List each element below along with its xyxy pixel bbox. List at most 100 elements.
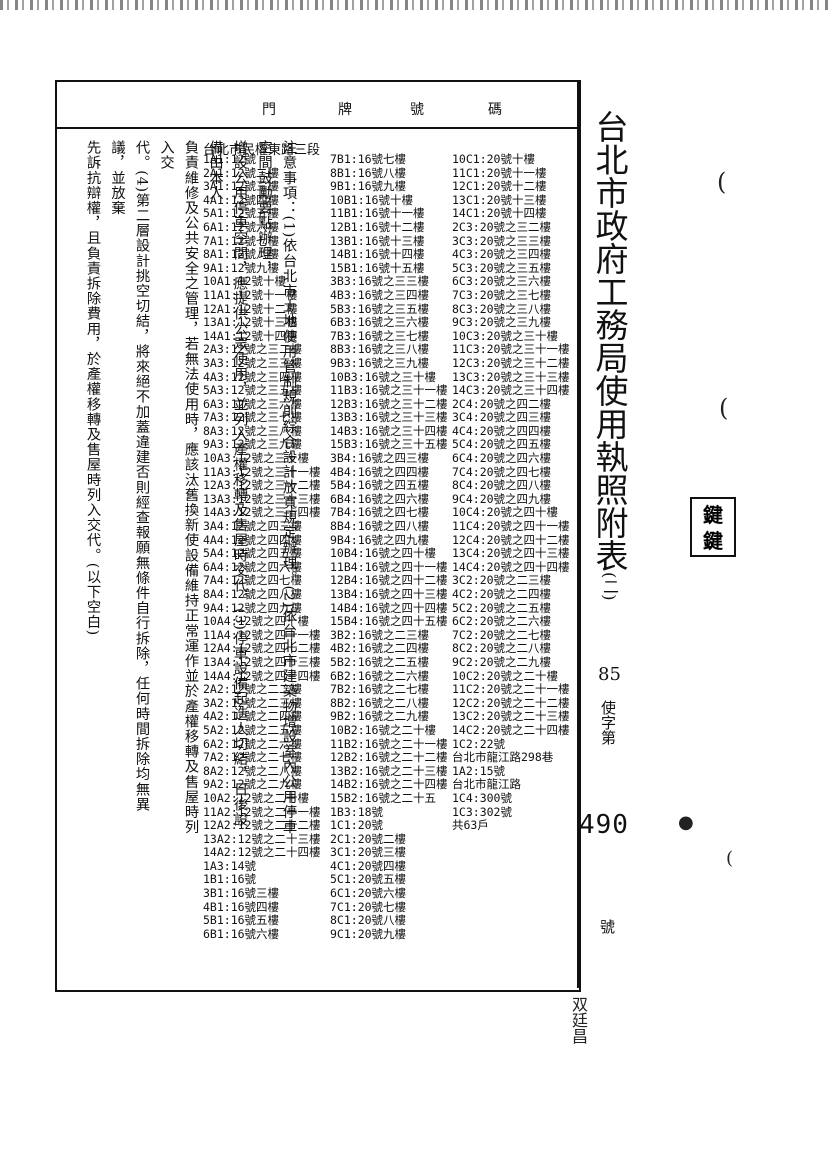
address-entry: 3A3:12號之三三樓 (203, 355, 303, 370)
address-entry: 11C4:20號之四十一樓 (452, 519, 570, 534)
address-entry: 7A2:12號之二七樓 (203, 750, 303, 765)
address-entry: 2A1:12號二樓 (203, 165, 280, 180)
address-entry: 8B3:16號之三八樓 (330, 342, 430, 357)
address-entry: 4C2:20號之二四樓 (452, 587, 552, 601)
address-entry: 8C1:20號八樓 (330, 913, 407, 928)
permit-number: 490 (579, 810, 629, 840)
address-entry: 5A2:12號之二五樓 (203, 722, 303, 737)
address-entry: 12C3:20號之三十二樓 (452, 355, 570, 370)
permit-year: 85 (598, 664, 621, 685)
address-entry: 15B3:16號之三十五樓 (330, 437, 448, 452)
address-entry: 7B1:16號七樓 (330, 152, 407, 166)
address-entry: 4B2:16號之二四樓 (330, 641, 430, 656)
address-entry: 4A1:12號四樓 (203, 192, 280, 207)
address-entry: 3A1:12號三樓 (203, 179, 280, 194)
header-col-4: 碼 (488, 102, 504, 118)
address-entry: 9A4:12號之四九樓 (203, 600, 303, 615)
address-entry: 15B2:16號之二十五 (330, 790, 436, 805)
address-entry: 11B4:16號之四十一樓 (330, 559, 448, 574)
address-entry: 共63戶 (452, 818, 489, 833)
address-entry: 14C2:20號之二十四樓 (452, 722, 570, 737)
address-entry: 12C4:20號之四十二樓 (452, 532, 570, 547)
address-entry: 11A2:12號之二十一樓 (203, 804, 321, 819)
address-entry: 3C1:20號三樓 (330, 845, 407, 860)
address-entry: 9B3:16號之三九樓 (330, 355, 430, 370)
note-line: 增設公用停車空間，應提供公眾使用，並列入產權移轉及售屋時交代。(3)停車設備起造… (207, 140, 248, 828)
address-entry: 1C4:300號 (452, 790, 512, 805)
address-entry: 3B2:16號之二三樓 (330, 627, 430, 642)
section-heading: 台北市民權東路三段 (203, 143, 321, 158)
address-entry: 6B4:16號之四六樓 (330, 491, 430, 506)
address-entry: 6C3:20號之三六樓 (452, 274, 552, 289)
address-entry: 11C3:20號之三十一樓 (452, 342, 570, 357)
seal-stamp: 鍵 鍵 (690, 497, 736, 557)
address-entry: 13C2:20號之二十三樓 (452, 709, 570, 724)
address-entry: 6A3:12號之三六樓 (203, 396, 303, 411)
document-title: 台北市政府工務局使用執照附表(二) (588, 110, 629, 601)
address-entry: 1C1:20號 (330, 818, 384, 833)
address-entry: 9C4:20號之四九樓 (452, 491, 552, 506)
hole-punch-mark: ( (726, 848, 734, 869)
address-entry: 12C1:20號十二樓 (452, 179, 547, 194)
address-entry: 1C2:22號 (452, 736, 506, 751)
address-entry: 台北市龍江路298巷 (452, 750, 554, 765)
address-entry: 14A2:12號之二十四樓 (203, 845, 321, 860)
address-entry: 14B3:16號之三十四樓 (330, 423, 448, 438)
address-entry: 14C3:20號之三十四樓 (452, 383, 570, 398)
address-entry: 15B4:16號之四十五樓 (330, 614, 448, 629)
address-entry: 4A4:12號之四四樓 (203, 532, 303, 547)
address-entry: 6A2:12號之二六樓 (203, 736, 303, 751)
address-entry: 14C4:20號之四十四樓 (452, 559, 570, 574)
address-entry: 13C1:20號十三樓 (452, 192, 547, 207)
address-entry: 10B2:16號之二十樓 (330, 722, 436, 737)
address-entry: 14A1:12號十四樓 (203, 328, 298, 343)
address-entry: 6A4:12號之四六樓 (203, 559, 303, 574)
address-entry: 7C2:20號之二七樓 (452, 627, 552, 642)
address-entry: 14C1:20號十四樓 (452, 206, 547, 221)
address-entry: 12B4:16號之四十二樓 (330, 573, 448, 588)
address-entry: 12A3:12號之三十二樓 (203, 478, 321, 493)
address-entry: 14B4:16號之四十四樓 (330, 600, 448, 615)
address-entry: 15B1:16號十五樓 (330, 260, 425, 275)
title-suffix: (二) (600, 572, 619, 601)
address-entry: 1C3:302號 (452, 804, 512, 819)
address-entry: 12A1:12號十二樓 (203, 301, 298, 316)
address-entry: 11B2:16號之二十一樓 (330, 736, 448, 751)
address-entry: 13B4:16號之四十三樓 (330, 587, 448, 601)
address-entry: 8B4:16號之四八樓 (330, 519, 430, 534)
address-entry: 10C2:20號之二十樓 (452, 668, 558, 683)
address-entry: 3A4:12號之四三樓 (203, 519, 303, 534)
address-entry: 8A1:12號八樓 (203, 247, 280, 262)
address-entry: 13C4:20號之四十三樓 (452, 546, 570, 561)
address-entry: 5C3:20號之三五樓 (452, 260, 552, 275)
address-entry: 5A4:12號之四五樓 (203, 546, 303, 561)
address-entry: 10B3:16號之三十樓 (330, 369, 436, 384)
address-entry: 4C1:20號四樓 (330, 858, 407, 873)
address-entry: 13A2:12號之二十三樓 (203, 831, 321, 846)
address-entry: 2A3:12號之三二樓 (203, 342, 303, 357)
address-entry: 1B3:18號 (330, 804, 384, 819)
address-entry: 6B2:16號之二六樓 (330, 668, 430, 683)
address-entry: 11B1:16號十一樓 (330, 206, 425, 221)
address-entry: 7A3:12號之三七樓 (203, 410, 303, 425)
address-entry: 7B2:16號之二七樓 (330, 682, 430, 697)
address-entry: 10C3:20號之三十樓 (452, 328, 558, 343)
note-line: 注意事項：(1)依台北市土地使用管制規則綜合設計放寬規定辦理。(2)依台北市建築… (256, 140, 297, 835)
header-col-2: 牌 (338, 102, 354, 118)
header-rule (55, 127, 579, 129)
scan-noise-strip (0, 0, 832, 10)
address-entry: 9B4:16號之四九樓 (330, 532, 430, 547)
address-entry: 4B1:16號四樓 (203, 899, 280, 914)
address-entry: 13B3:16號之三十三樓 (330, 410, 448, 425)
address-entry: 1A2:15號 (452, 763, 506, 778)
address-entry: 9B2:16號之二九樓 (330, 709, 430, 724)
address-entry: 7C4:20號之四七樓 (452, 464, 552, 479)
stamp-glyph: 鍵 (703, 503, 723, 527)
address-entry: 11A1:12號十一樓 (203, 287, 298, 302)
address-entry: 12A4:12號之四十二樓 (203, 641, 321, 656)
address-entry: 13A4:12號之四十三樓 (203, 654, 321, 669)
address-entry: 11A3:12號之三十一樓 (203, 464, 321, 479)
ink-blot: ● (678, 812, 694, 833)
